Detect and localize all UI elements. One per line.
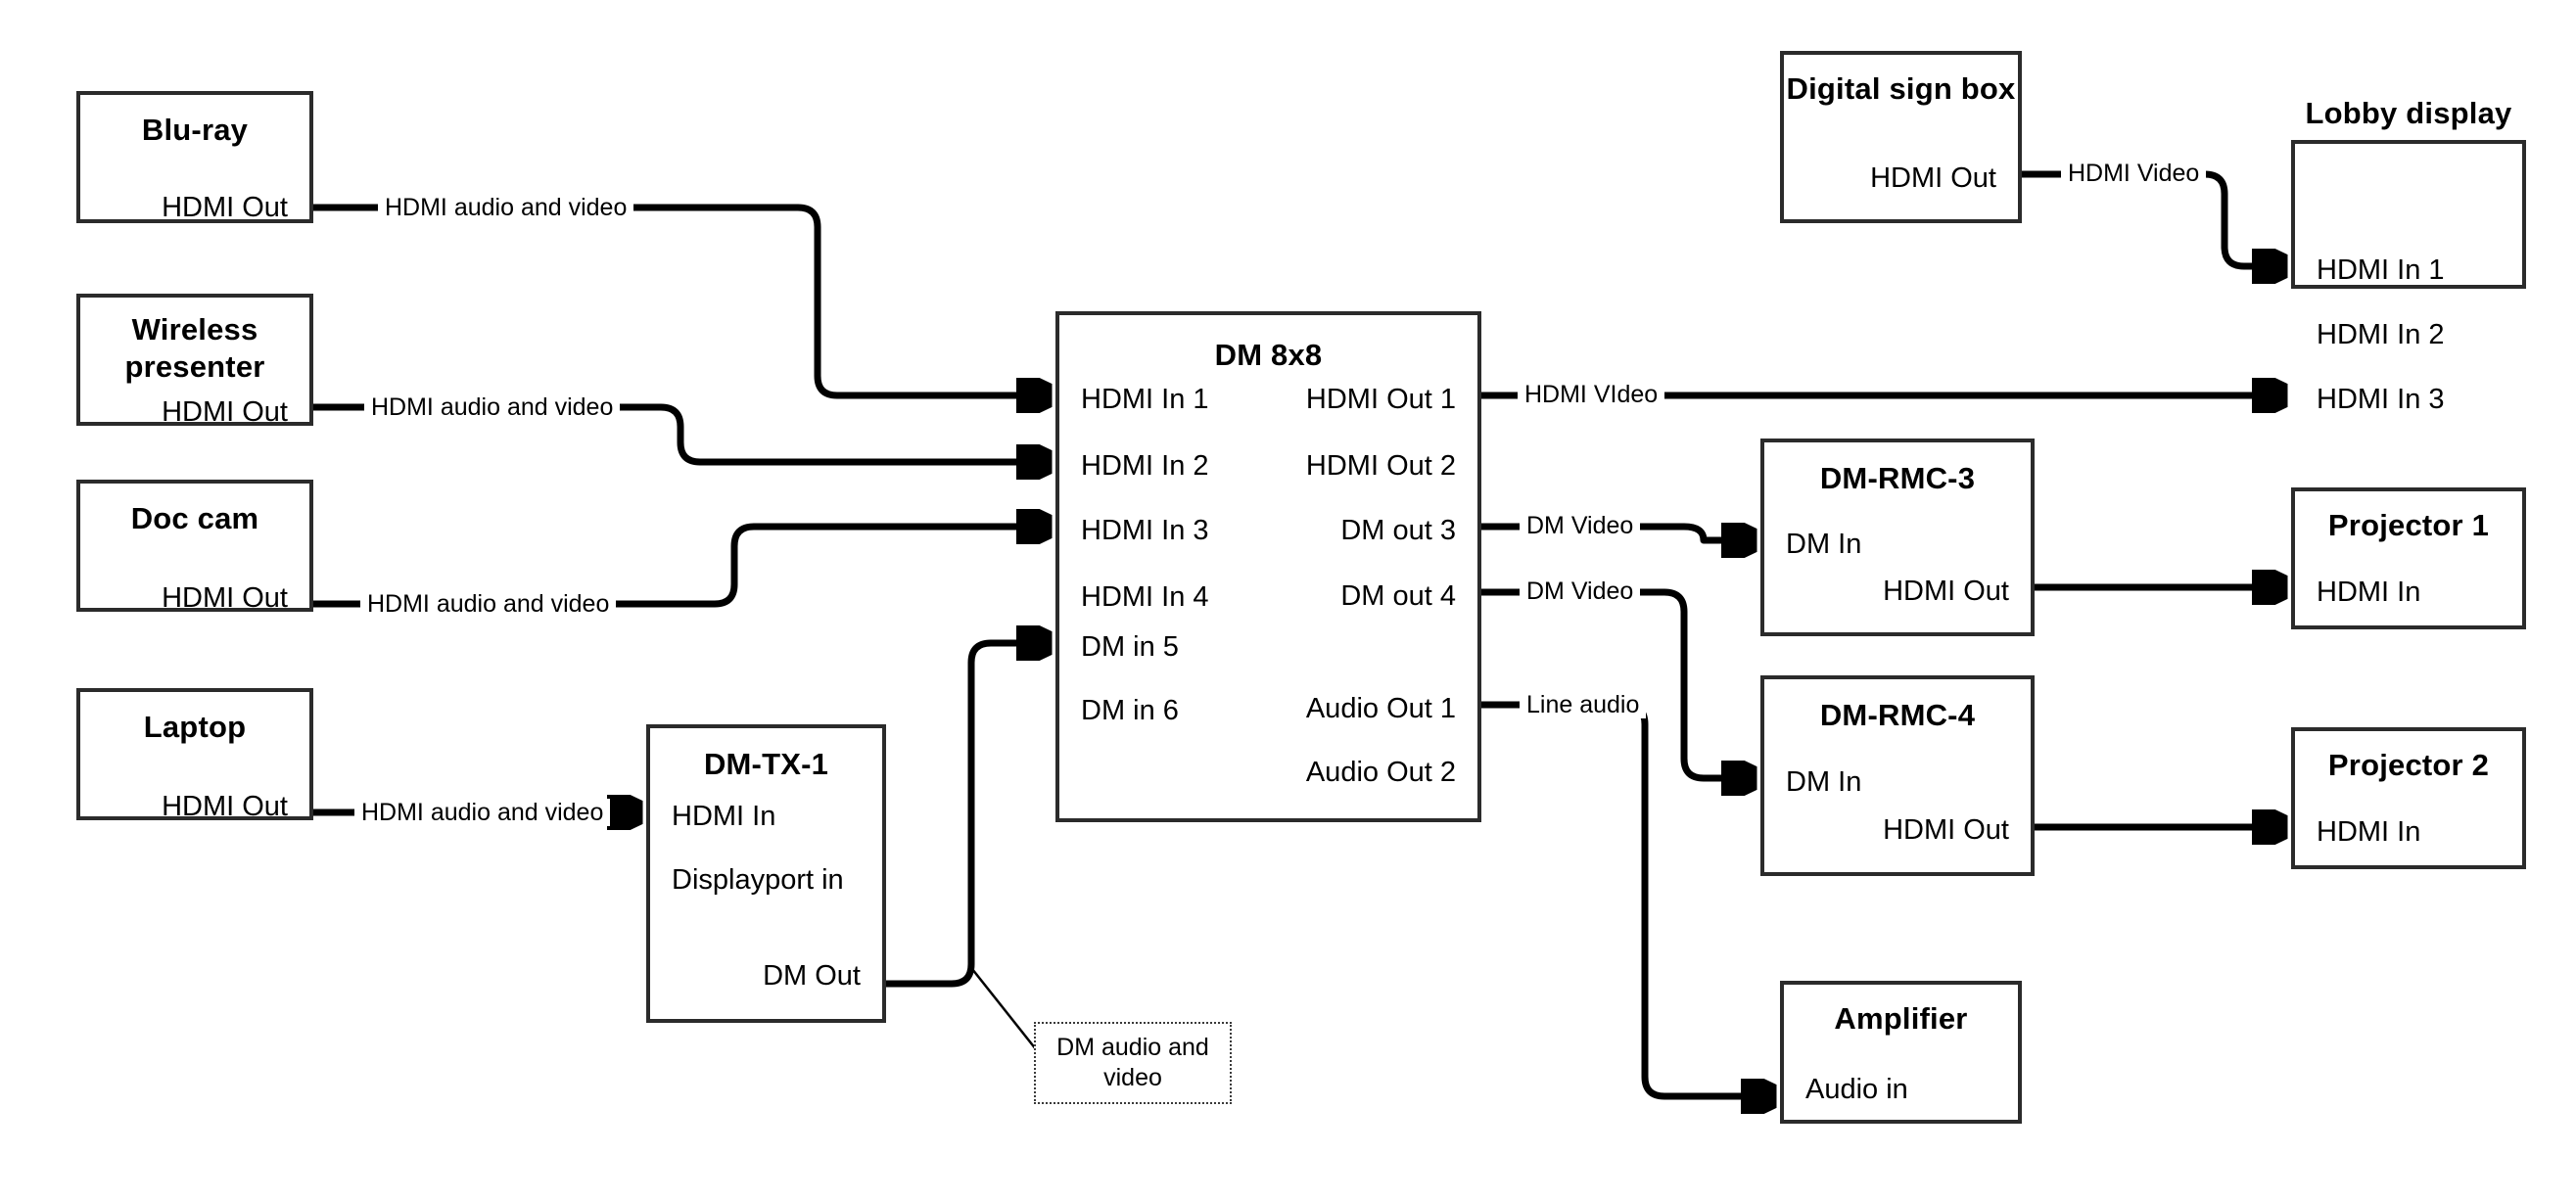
node-title-digital-sign-box: Digital sign box bbox=[1786, 71, 2016, 106]
port-dm-8x8-hdmi-out-1[interactable]: HDMI Out 1 bbox=[1305, 384, 1456, 415]
port-dm-rmc-3-hdmi-out[interactable]: HDMI Out bbox=[1883, 576, 2009, 607]
node-wireless-presenter[interactable]: Wireless presenter HDMI Out bbox=[76, 294, 313, 428]
node-title-dm-8x8: DM 8x8 bbox=[1214, 338, 1323, 372]
wire-dm8x8-dmout4-to-rmc4 bbox=[1481, 588, 1753, 778]
port-dm-8x8-audio-out-1[interactable]: Audio Out 1 bbox=[1305, 693, 1456, 724]
port-amplifier-audio-in[interactable]: Audio in bbox=[1805, 1074, 1908, 1105]
edge-label-hdmiout1-to-lobby: HDMI VIdeo bbox=[1518, 381, 1665, 408]
wire-dm8x8-audioout1-to-amplifier bbox=[1481, 701, 1772, 1096]
node-digital-sign-box[interactable]: Digital sign box HDMI Out bbox=[1780, 51, 2022, 223]
node-title-projector-2: Projector 2 bbox=[2327, 748, 2490, 782]
callout-dm-audio-and-video: DM audio and video bbox=[1034, 1022, 1232, 1104]
node-laptop[interactable]: Laptop HDMI Out bbox=[76, 688, 313, 822]
node-title-lobby-display: Lobby display bbox=[2305, 96, 2512, 130]
port-projector-1-hdmi-in[interactable]: HDMI In bbox=[2317, 577, 2421, 608]
node-title-blu-ray: Blu-ray bbox=[141, 113, 249, 147]
edge-label-laptop-to-dmtx1: HDMI audio and video bbox=[354, 799, 611, 826]
port-doc-cam-hdmi-out[interactable]: HDMI Out bbox=[162, 582, 288, 614]
port-lobby-display-hdmi-in-1[interactable]: HDMI In 1 bbox=[2317, 254, 2445, 286]
port-dm-8x8-dm-in-5[interactable]: DM in 5 bbox=[1081, 631, 1179, 663]
leader-line-dm-audio-video bbox=[971, 968, 1037, 1050]
node-projector-2[interactable]: Projector 2 HDMI In bbox=[2291, 727, 2526, 869]
node-title-dm-tx-1: DM-TX-1 bbox=[703, 747, 829, 781]
node-title-doc-cam: Doc cam bbox=[130, 501, 259, 535]
node-title-dm-rmc-3: DM-RMC-3 bbox=[1819, 461, 1976, 495]
port-dm-8x8-hdmi-in-3[interactable]: HDMI In 3 bbox=[1081, 515, 1209, 546]
edge-label-sign-to-lobby: HDMI Video bbox=[2061, 160, 2207, 187]
wire-dmtx1-to-dm8x8-in5 bbox=[886, 643, 1048, 988]
port-lobby-display-hdmi-in-2[interactable]: HDMI In 2 bbox=[2317, 319, 2445, 350]
edge-label-dmout3-to-rmc3: DM Video bbox=[1520, 512, 1641, 539]
wire-dm8x8-dmout3-to-rmc3 bbox=[1481, 527, 1753, 540]
port-dm-8x8-hdmi-out-2[interactable]: HDMI Out 2 bbox=[1305, 450, 1456, 482]
port-dm-rmc-4-dm-in[interactable]: DM In bbox=[1786, 766, 1862, 798]
node-title-wireless-presenter: Wireless presenter bbox=[124, 312, 265, 384]
port-lobby-display-hdmi-in-3[interactable]: HDMI In 3 bbox=[2317, 384, 2445, 415]
edge-label-wireless-to-in2: HDMI audio and video bbox=[364, 393, 621, 421]
port-dm-tx-1-displayport-in[interactable]: Displayport in bbox=[672, 864, 844, 896]
node-title-projector-1: Projector 1 bbox=[2327, 508, 2490, 542]
wire-bluray-to-dm8x8-in1 bbox=[313, 204, 1048, 395]
node-blu-ray[interactable]: Blu-ray HDMI Out bbox=[76, 91, 313, 223]
node-dm-rmc-4[interactable]: DM-RMC-4 DM In HDMI Out bbox=[1760, 675, 2035, 876]
port-dm-tx-1-dm-out[interactable]: DM Out bbox=[763, 960, 861, 992]
wire-doccam-to-dm8x8-in3 bbox=[313, 527, 1048, 608]
port-dm-8x8-hdmi-in-1[interactable]: HDMI In 1 bbox=[1081, 384, 1209, 415]
node-dm-rmc-3[interactable]: DM-RMC-3 DM In HDMI Out bbox=[1760, 439, 2035, 636]
port-dm-rmc-3-dm-in[interactable]: DM In bbox=[1786, 529, 1862, 560]
port-dm-8x8-dm-out-3[interactable]: DM out 3 bbox=[1340, 515, 1456, 546]
node-title-dm-rmc-4: DM-RMC-4 bbox=[1819, 698, 1976, 732]
port-dm-8x8-hdmi-in-4[interactable]: HDMI In 4 bbox=[1081, 581, 1209, 613]
port-laptop-hdmi-out[interactable]: HDMI Out bbox=[162, 791, 288, 822]
port-wireless-presenter-hdmi-out[interactable]: HDMI Out bbox=[162, 396, 288, 428]
port-dm-8x8-dm-out-4[interactable]: DM out 4 bbox=[1340, 580, 1456, 612]
edge-label-audioout1-to-amplifier: Line audio bbox=[1520, 691, 1647, 718]
edge-label-bluray-to-in1: HDMI audio and video bbox=[378, 194, 634, 221]
wire-digitalsign-to-lobby-in1 bbox=[2022, 170, 2283, 266]
port-dm-8x8-hdmi-in-2[interactable]: HDMI In 2 bbox=[1081, 450, 1209, 482]
node-projector-1[interactable]: Projector 1 HDMI In bbox=[2291, 487, 2526, 629]
node-dm-8x8[interactable]: DM 8x8 HDMI In 1 HDMI In 2 HDMI In 3 HDM… bbox=[1055, 311, 1481, 822]
port-dm-rmc-4-hdmi-out[interactable]: HDMI Out bbox=[1883, 814, 2009, 846]
edge-label-doccam-to-in3: HDMI audio and video bbox=[360, 590, 617, 618]
port-dm-8x8-audio-out-2[interactable]: Audio Out 2 bbox=[1305, 757, 1456, 788]
node-title-amplifier: Amplifier bbox=[1834, 1001, 1968, 1036]
edge-label-dmout4-to-rmc4: DM Video bbox=[1520, 577, 1641, 605]
port-blu-ray-hdmi-out[interactable]: HDMI Out bbox=[162, 192, 288, 223]
port-digital-sign-box-hdmi-out[interactable]: HDMI Out bbox=[1870, 162, 1996, 194]
port-dm-8x8-dm-in-6[interactable]: DM in 6 bbox=[1081, 695, 1179, 726]
wire-wireless-to-dm8x8-in2 bbox=[313, 403, 1048, 462]
node-amplifier[interactable]: Amplifier Audio in bbox=[1780, 981, 2022, 1124]
node-doc-cam[interactable]: Doc cam HDMI Out bbox=[76, 480, 313, 614]
port-dm-tx-1-hdmi-in[interactable]: HDMI In bbox=[672, 801, 776, 832]
node-lobby-display[interactable]: Lobby display HDMI In 1 HDMI In 2 HDMI I… bbox=[2291, 96, 2526, 415]
node-dm-tx-1[interactable]: DM-TX-1 HDMI In Displayport in DM Out bbox=[646, 724, 886, 1023]
node-title-laptop: Laptop bbox=[143, 710, 247, 744]
port-projector-2-hdmi-in[interactable]: HDMI In bbox=[2317, 816, 2421, 848]
